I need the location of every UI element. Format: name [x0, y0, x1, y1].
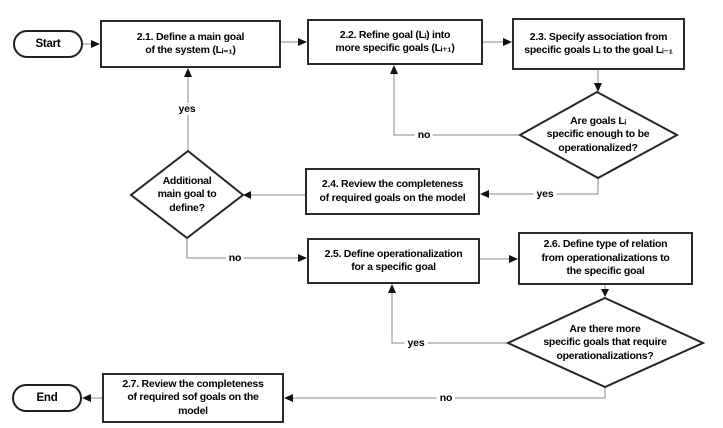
edge-label-additional-yes: yes [175, 103, 199, 115]
connector-decision1-yes-to-2-4 [489, 178, 599, 195]
connector-decision2-no-to-2-5 [186, 238, 298, 259]
connector-decision3-yes-to-2-5 [391, 293, 508, 344]
arrowhead-decision2-yes-to-2-1 [184, 68, 192, 77]
arrowhead-decision2-no-to-2-5 [298, 254, 307, 262]
connector-decision1-no-to-2-2 [393, 74, 520, 136]
edge-label-more-yes: yes [404, 337, 428, 349]
arrowhead-2-1-to-2-2 [298, 38, 307, 46]
process-2-5-define-operationalization: 2.5. Define operationalization for a spe… [307, 238, 480, 284]
start-terminator: Start [13, 30, 83, 58]
arrowhead-2-5-to-2-6 [509, 255, 518, 263]
arrowhead-2-2-to-2-3 [503, 38, 512, 46]
process-2-6-define-relation-type: 2.6. Define type of relation from operat… [518, 232, 693, 285]
arrowhead-decision1-no-to-2-2 [390, 65, 398, 74]
arrowhead-decision3-yes-to-2-5 [388, 284, 396, 293]
process-2-2-refine-goal: 2.2. Refine goal (Lᵢ) into more specific… [307, 19, 483, 65]
decision-more-goals-shape [505, 296, 706, 389]
arrowhead-2-6-to-decision3 [601, 289, 609, 297]
edge-label-specific-yes: yes [533, 188, 557, 200]
arrowhead-decision3-no-to-2-7 [284, 394, 293, 402]
end-terminator: End [12, 384, 82, 412]
arrowhead-start-to-2-1 [91, 40, 100, 48]
edge-label-additional-no: no [225, 252, 245, 264]
edge-label-more-no: no [436, 392, 456, 404]
decision-additional-goal-shape [129, 149, 245, 240]
process-2-3-specify-association: 2.3. Specify association from specific g… [512, 18, 685, 70]
arrowhead-2-4-to-decision2 [243, 191, 251, 199]
arrowhead-decision1-yes-to-2-4 [480, 190, 489, 198]
edge-label-specific-no: no [414, 129, 434, 141]
connector-decision3-no-to-2-7 [293, 387, 606, 399]
process-2-7-review-sof-goals: 2.7. Review the completeness of required… [102, 373, 284, 423]
process-2-1-define-main-goal: 2.1. Define a main goal of the system (L… [100, 20, 281, 68]
arrowhead-2-3-to-decision1 [594, 83, 602, 92]
decision-goals-specific-shape [517, 90, 680, 180]
process-2-4-review-goals: 2.4. Review the completeness of required… [305, 168, 480, 215]
arrowhead-2-7-to-end [82, 394, 91, 402]
